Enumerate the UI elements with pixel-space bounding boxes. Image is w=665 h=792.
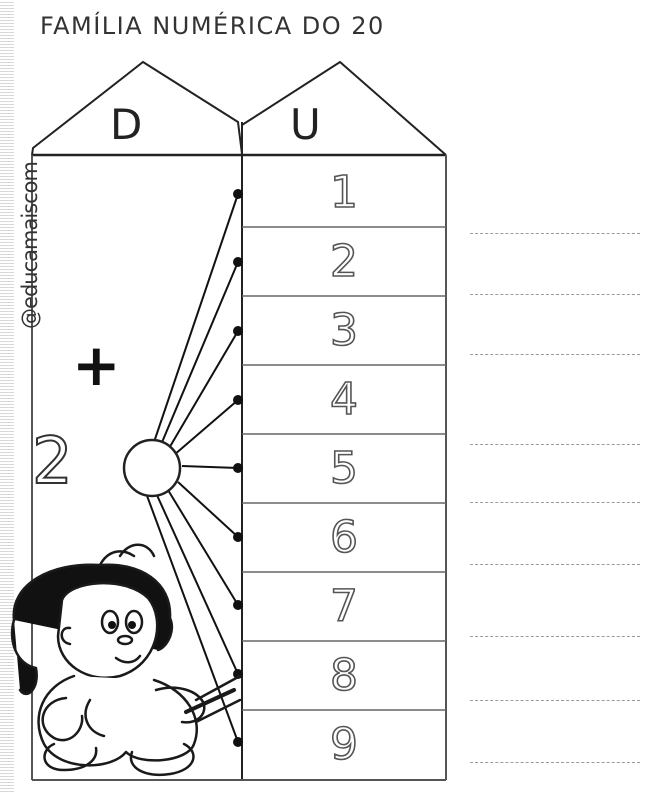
units-roof xyxy=(242,62,446,155)
answer-line[interactable] xyxy=(470,233,640,234)
units-column-header: U xyxy=(290,104,321,146)
answer-line[interactable] xyxy=(470,354,640,355)
unit-digit-6: 6 xyxy=(242,503,446,572)
unit-digit-4: 4 xyxy=(242,365,446,434)
unit-digit-7: 7 xyxy=(242,572,446,641)
plus-sign: + xyxy=(72,336,121,394)
unit-digit-1: 1 xyxy=(242,158,446,227)
unit-digit-9: 9 xyxy=(242,710,446,779)
tens-circle xyxy=(124,440,180,496)
answer-line[interactable] xyxy=(470,700,640,701)
answer-line[interactable] xyxy=(470,762,640,763)
answer-line[interactable] xyxy=(470,564,640,565)
answer-line[interactable] xyxy=(470,444,640,445)
girl-illustration xyxy=(12,545,240,775)
unit-digit-8: 8 xyxy=(242,641,446,710)
tens-column-header: D xyxy=(110,104,142,146)
unit-digit-3: 3 xyxy=(242,296,446,365)
answer-line[interactable] xyxy=(470,636,640,637)
answer-line[interactable] xyxy=(470,502,640,503)
answer-line[interactable] xyxy=(470,294,640,295)
unit-digit-2: 2 xyxy=(242,227,446,296)
unit-digit-5: 5 xyxy=(242,434,446,503)
tens-digit: 2 xyxy=(32,430,73,494)
site-watermark: @educamaiscom xyxy=(18,162,42,329)
